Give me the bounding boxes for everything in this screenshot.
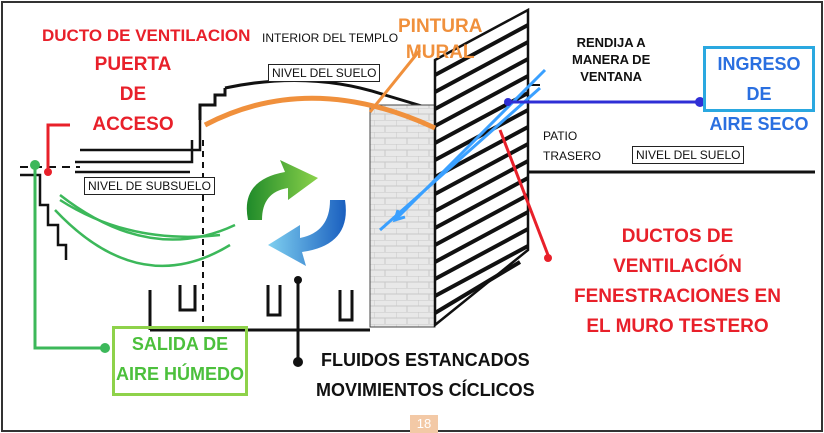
patio-label: PATIO TRASERO [543, 129, 602, 163]
mural-pointer [368, 49, 422, 113]
intake-dot-right [695, 97, 705, 107]
interior-templo-label: INTERIOR DEL TEMPLO [262, 31, 399, 45]
puerta-acceso-label: PUERTA DE ACCESO [92, 54, 174, 135]
humid-air-curves [54, 194, 236, 268]
red-dot-left-2 [45, 171, 47, 173]
fluids-dot-bottom [293, 357, 303, 367]
green-pointer [33, 165, 105, 350]
green-dot-end [100, 343, 110, 353]
salida-aire-label: SALIDA DE AIRE HÚMEDO [112, 326, 248, 396]
temple-outline [148, 79, 436, 332]
nivel-suelo-top-label: NIVEL DEL SUELO [268, 64, 381, 82]
air-intake-arrows [379, 68, 547, 232]
ingreso-aire-label: INGRESO DE AIRE SECO [703, 46, 815, 134]
left-steps [20, 120, 202, 260]
ducto-ventilacion-label: DUCTO DE VENTILACION [42, 26, 251, 45]
intake-dot-left [504, 98, 512, 106]
fluids-dot-top [294, 276, 302, 284]
nivel-suelo-right-label: NIVEL DEL SUELO [632, 146, 745, 164]
fluidos-label: FLUIDOS ESTANCADOS MOVIMIENTOS CÍCLICOS [316, 350, 535, 400]
red-pointer-right [498, 129, 550, 256]
page-number: 18 [410, 415, 438, 433]
red-dot-left [44, 168, 52, 176]
nivel-subsuelo-label: NIVEL DE SUBSUELO [84, 177, 215, 195]
rendija-label: RENDIJA A MANERA DE VENTANA [572, 35, 651, 84]
ductos-fenestraciones-label: DUCTOS DE VENTILACIÓN FENESTRACIONES EN … [574, 226, 781, 337]
red-dot-right [544, 254, 552, 262]
pintura-mural-label: PINTURA MURAL [398, 16, 483, 63]
cycle-icon [246, 160, 346, 266]
brick-wall [369, 104, 436, 328]
hatched-wall [433, 7, 530, 328]
red-pointer-left [46, 123, 70, 170]
mural-arc [203, 95, 437, 131]
green-dot-top [30, 160, 40, 170]
